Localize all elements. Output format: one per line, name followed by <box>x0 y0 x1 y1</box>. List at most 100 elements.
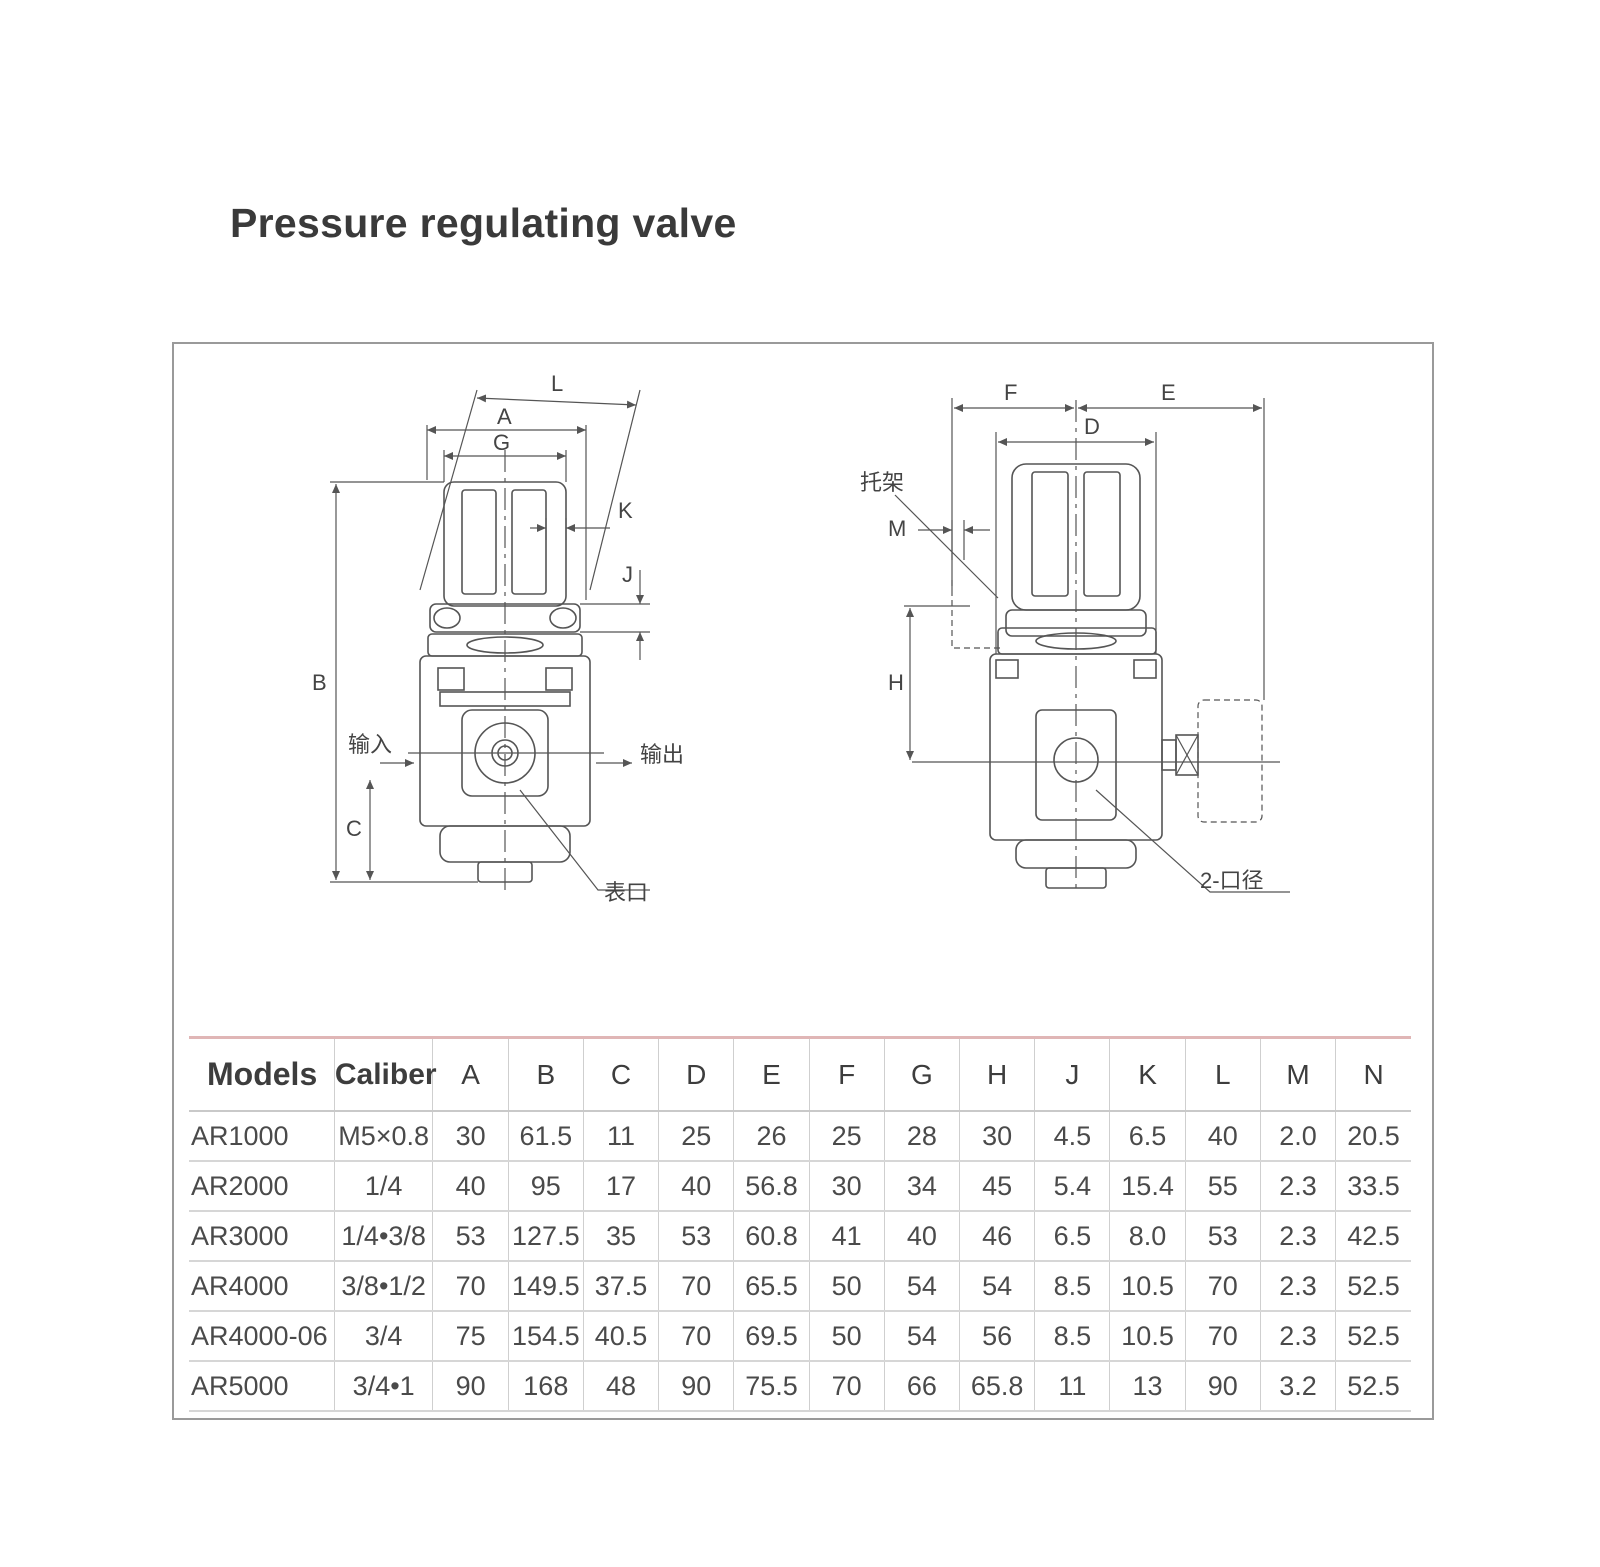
table-cell: 30 <box>959 1111 1035 1162</box>
header-j: J <box>1034 1036 1110 1112</box>
header-m: M <box>1259 1036 1336 1112</box>
table-cell: 35 <box>582 1211 659 1262</box>
table-cell: 70 <box>808 1361 885 1412</box>
table-cell: 3/8•1/2 <box>333 1261 433 1312</box>
dim-label-m: M <box>888 516 906 541</box>
table-cell: 50 <box>808 1311 885 1362</box>
table-cell: 56.8 <box>733 1161 810 1212</box>
header-a: A <box>432 1036 509 1112</box>
table-cell: 11 <box>582 1111 659 1162</box>
table-cell: 66 <box>883 1361 960 1412</box>
spec-table: Models Caliber A B C D E F G H J K L M N… <box>189 1036 1411 1412</box>
table-cell: 1/4 <box>333 1161 433 1212</box>
side-view-labels: F E D M H 托架 2-口径 <box>860 380 1264 893</box>
table-cell: 40 <box>883 1211 960 1262</box>
dim-label-l: L <box>551 371 563 396</box>
table-cell: 25 <box>658 1111 734 1162</box>
header-h: H <box>959 1036 1035 1112</box>
header-models: Models <box>189 1036 335 1112</box>
table-cell: 70 <box>1184 1311 1261 1362</box>
table-cell: 13 <box>1109 1361 1186 1412</box>
gauge-port-label: 表口 <box>604 880 648 905</box>
model-cell: AR4000-06 <box>189 1311 335 1362</box>
table-cell: 26 <box>733 1111 810 1162</box>
table-cell: 3/4•1 <box>333 1361 433 1412</box>
table-cell: 11 <box>1034 1361 1110 1412</box>
table-cell: 90 <box>432 1361 509 1412</box>
table-cell: 75 <box>432 1311 509 1362</box>
table-cell: 54 <box>883 1261 960 1312</box>
table-cell: 70 <box>658 1311 734 1362</box>
table-cell: 30 <box>432 1111 509 1162</box>
table-cell: 17 <box>582 1161 659 1212</box>
model-cell: AR5000 <box>189 1361 335 1412</box>
table-cell: 1/4•3/8 <box>333 1211 433 1262</box>
side-view <box>894 398 1290 893</box>
table-cell: 56 <box>959 1311 1035 1362</box>
table-cell: 127.5 <box>507 1211 584 1262</box>
table-cell: 90 <box>658 1361 734 1412</box>
table-cell: 8.5 <box>1034 1261 1110 1312</box>
table-cell: 37.5 <box>582 1261 659 1312</box>
table-cell: 2.3 <box>1259 1211 1336 1262</box>
dim-label-d: D <box>1084 414 1100 439</box>
model-cell: AR4000 <box>189 1261 335 1312</box>
table-cell: 52.5 <box>1335 1361 1411 1412</box>
header-k: K <box>1109 1036 1186 1112</box>
table-cell: 6.5 <box>1109 1111 1186 1162</box>
table-cell: 5.4 <box>1034 1161 1110 1212</box>
header-n: N <box>1335 1036 1411 1112</box>
drawing-frame <box>172 342 1434 1420</box>
dim-label-j: J <box>622 562 633 587</box>
table-cell: 55 <box>1184 1161 1261 1212</box>
header-f: F <box>808 1036 885 1112</box>
table-cell: 54 <box>883 1311 960 1362</box>
table-cell: 168 <box>507 1361 584 1412</box>
page-title: Pressure regulating valve <box>230 200 737 246</box>
dim-label-c: C <box>346 816 362 841</box>
model-cell: AR3000 <box>189 1211 335 1262</box>
table-cell: 10.5 <box>1109 1311 1186 1362</box>
bracket-label: 托架 <box>860 470 904 495</box>
table-cell: 149.5 <box>507 1261 584 1312</box>
table-cell: 8.5 <box>1034 1311 1110 1362</box>
table-cell: M5×0.8 <box>333 1111 433 1162</box>
model-cell: AR2000 <box>189 1161 335 1212</box>
table-cell: 40 <box>658 1161 734 1212</box>
table-cell: 8.0 <box>1109 1211 1186 1262</box>
outlet-label: 输出 <box>640 742 684 767</box>
table-cell: 40 <box>1184 1111 1261 1162</box>
table-cell: 45 <box>959 1161 1035 1212</box>
table-cell: 28 <box>883 1111 960 1162</box>
table-cell: 6.5 <box>1034 1211 1110 1262</box>
header-b: B <box>507 1036 584 1112</box>
dim-label-h: H <box>888 670 904 695</box>
dim-label-k: K <box>618 498 633 523</box>
front-view <box>330 389 650 891</box>
table-cell: 20.5 <box>1335 1111 1411 1162</box>
table-cell: 69.5 <box>733 1311 810 1362</box>
technical-drawing: L A G K J B C 输入 输出 表口 <box>312 371 1290 905</box>
header-caliber: Caliber <box>333 1036 437 1112</box>
dim-label-a: A <box>497 404 512 429</box>
table-cell: 65.5 <box>733 1261 810 1312</box>
table-cell: 2.3 <box>1259 1311 1336 1362</box>
table-cell: 2.0 <box>1259 1111 1336 1162</box>
table-cell: 42.5 <box>1335 1211 1411 1262</box>
table-cell: 40.5 <box>582 1311 659 1362</box>
table-cell: 15.4 <box>1109 1161 1186 1212</box>
table-cell: 4.5 <box>1034 1111 1110 1162</box>
table-cell: 60.8 <box>733 1211 810 1262</box>
table-cell: 10.5 <box>1109 1261 1186 1312</box>
table-cell: 53 <box>432 1211 509 1262</box>
table-cell: 48 <box>582 1361 659 1412</box>
table-cell: 75.5 <box>733 1361 810 1412</box>
table-cell: 54 <box>959 1261 1035 1312</box>
table-cell: 70 <box>658 1261 734 1312</box>
header-e: E <box>733 1036 810 1112</box>
